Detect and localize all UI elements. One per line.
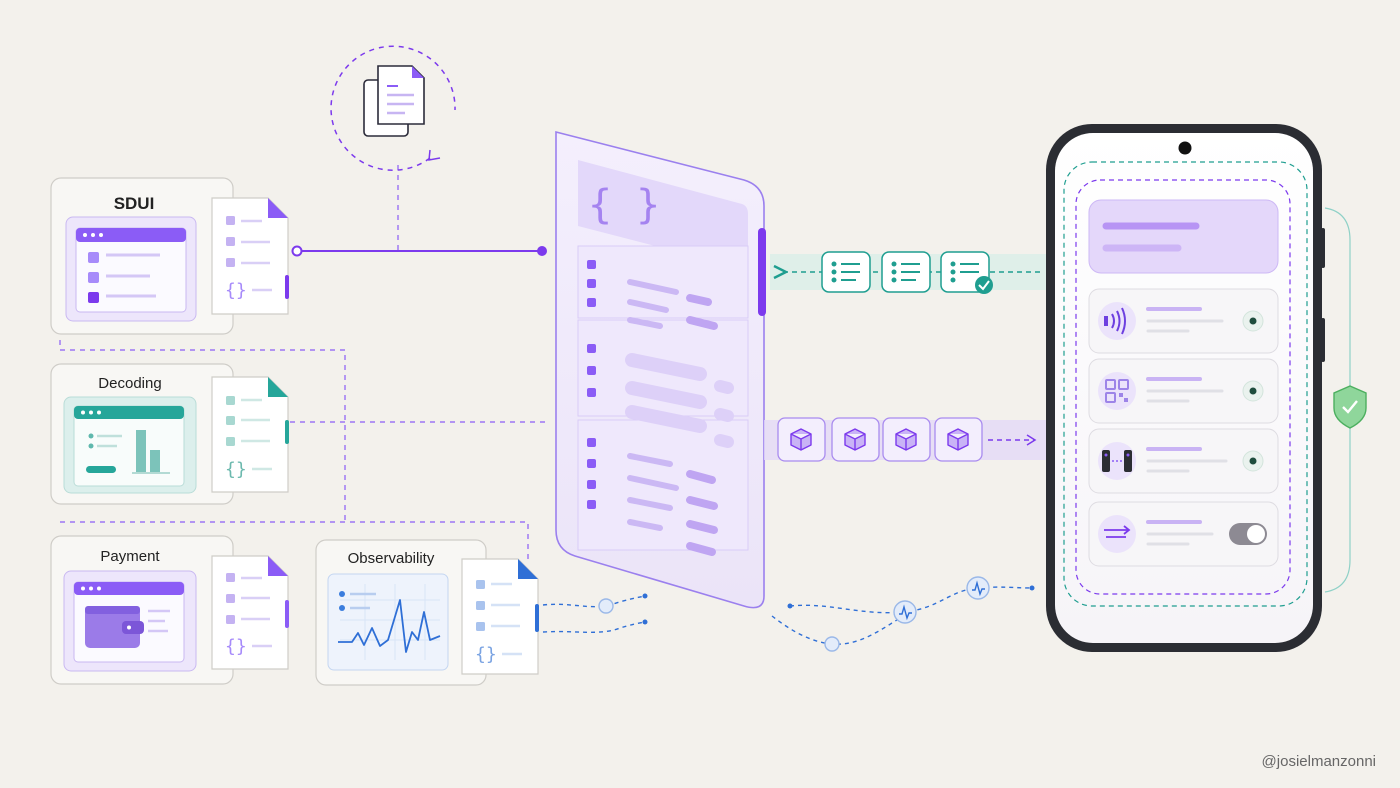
connector-lines <box>59 165 545 560</box>
cube-icon <box>882 417 931 462</box>
shield-check-icon <box>1333 385 1367 429</box>
card-reader-icon <box>1102 450 1132 472</box>
module-card-payment[interactable]: Payment <box>50 535 234 685</box>
list-icon <box>881 251 931 293</box>
component-flow <box>764 417 1048 462</box>
list-check-icon <box>940 251 993 294</box>
svg-text:{}: {} <box>225 636 247 657</box>
server-payload-panel[interactable]: { } <box>555 130 766 609</box>
svg-text:{}: {} <box>225 280 247 301</box>
module-card-decoding[interactable]: Decoding <box>50 363 234 505</box>
json-document-observability: {} <box>461 558 539 675</box>
braces-icon: { } <box>578 160 748 270</box>
json-document-payment: {} <box>211 555 289 670</box>
module-card-observability[interactable]: Observability <box>315 539 487 686</box>
svg-text:{ }: { } <box>588 182 660 228</box>
module-title-payment: Payment <box>100 548 160 565</box>
author-watermark: @josielmanzonni <box>1261 753 1376 770</box>
phone-list-item-reader[interactable] <box>1088 428 1279 494</box>
module-title-decoding: Decoding <box>98 375 161 392</box>
telemetry-lines-right <box>771 576 1035 652</box>
cube-icon <box>934 417 983 462</box>
transfer-icon <box>1104 525 1131 538</box>
nfc-icon <box>1104 307 1126 335</box>
toggle-switch[interactable] <box>1229 523 1267 545</box>
qr-code-icon <box>1105 379 1129 403</box>
json-document-sdui: {} <box>211 197 289 315</box>
svg-text:{}: {} <box>475 644 497 665</box>
phone-device <box>1046 124 1367 652</box>
phone-list-item-transfer[interactable] <box>1088 501 1279 567</box>
phone-list-item-qr[interactable] <box>1088 358 1279 424</box>
module-title-observability: Observability <box>348 550 435 567</box>
phone-header-banner <box>1088 199 1279 274</box>
response-flow <box>770 251 1048 294</box>
list-icon <box>821 251 871 293</box>
json-document-decoding: {} <box>211 376 289 493</box>
module-card-sdui[interactable]: SDUI <box>50 177 234 335</box>
documents-icon <box>330 45 456 171</box>
module-title-sdui: SDUI <box>114 194 155 213</box>
cube-icon <box>831 417 880 462</box>
svg-text:{}: {} <box>225 459 247 480</box>
phone-list-item-nfc[interactable] <box>1088 288 1279 354</box>
cube-icon <box>777 417 826 462</box>
sdui-connector <box>291 245 547 257</box>
telemetry-lines-left <box>542 593 648 634</box>
